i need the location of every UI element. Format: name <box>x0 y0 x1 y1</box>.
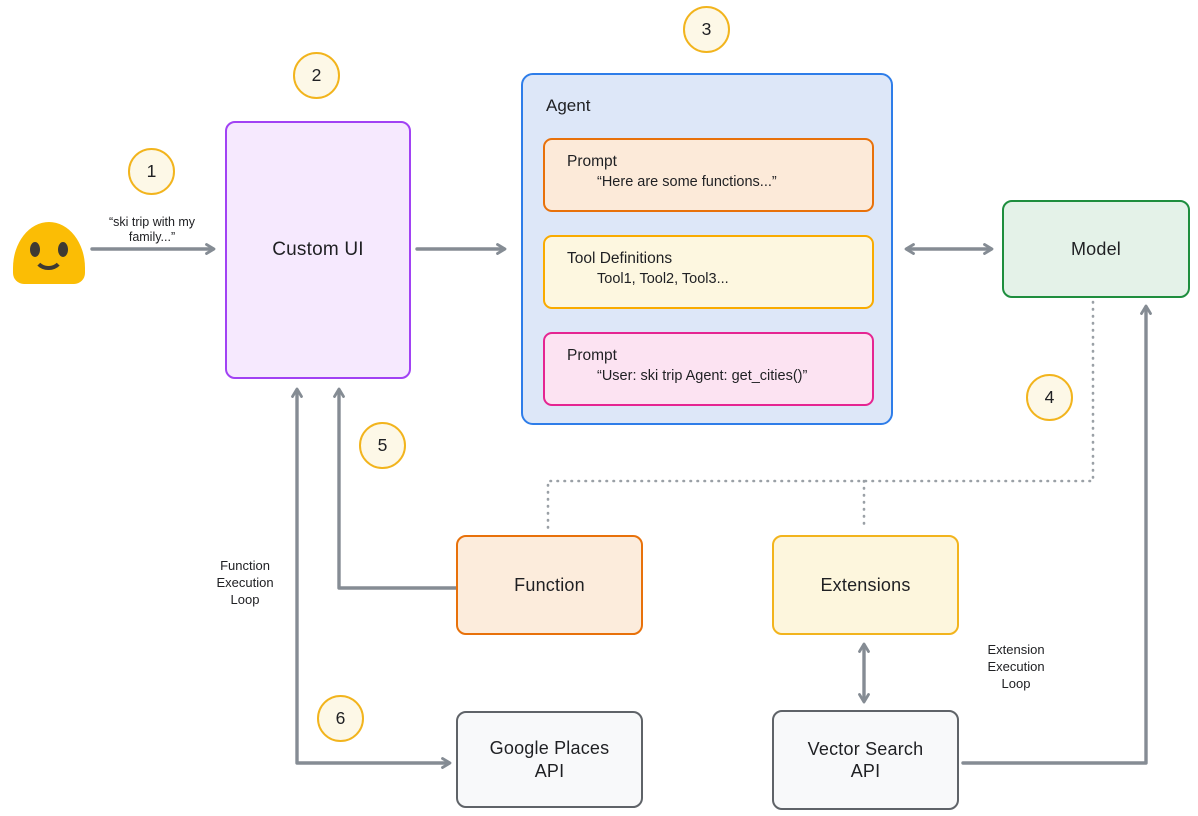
custom-ui-label: Custom UI <box>272 239 364 261</box>
model-node: Model <box>1002 200 1190 298</box>
step-badge-3: 3 <box>683 6 730 53</box>
agent-node: Agent Prompt “Here are some functions...… <box>521 73 893 425</box>
extensions-node: Extensions <box>772 535 959 635</box>
function-label: Function <box>514 574 585 595</box>
card-detail: “Here are some functions...” <box>597 174 777 190</box>
emoji-smile <box>33 255 64 270</box>
step-badge-1: 1 <box>128 148 175 195</box>
step-badge-6: 6 <box>317 695 364 742</box>
function-node: Function <box>456 535 643 635</box>
emoji-left-eye <box>30 242 40 257</box>
agent-title: Agent <box>546 96 591 115</box>
emoji-right-eye <box>58 242 68 257</box>
card-detail: Tool1, Tool2, Tool3... <box>597 271 729 287</box>
extension-execution-loop-label: Extension Execution Loop <box>987 642 1045 691</box>
function-execution-loop-label: Function Execution Loop <box>216 558 274 607</box>
step-badge-2: 2 <box>293 52 340 99</box>
step-badge-4: 4 <box>1026 374 1073 421</box>
google-places-api-node: Google Places API <box>456 711 643 808</box>
agent-card-prompt-conversation: Prompt “User: ski trip Agent: get_cities… <box>543 332 874 406</box>
agent-card-tool-definitions: Tool Definitions Tool1, Tool2, Tool3... <box>543 235 874 309</box>
custom-ui-node: Custom UI <box>225 121 411 379</box>
card-title: Prompt <box>567 347 617 364</box>
step-badge-5: 5 <box>359 422 406 469</box>
vector-search-api-node: Vector Search API <box>772 710 959 810</box>
vector-search-api-label: Vector Search API <box>807 738 924 782</box>
card-title: Tool Definitions <box>567 250 673 267</box>
user-emoji-icon <box>13 222 85 284</box>
card-title: Prompt <box>567 153 617 170</box>
user-utterance-label: “ski trip with my family...” <box>108 215 196 244</box>
agent-card-prompt-functions: Prompt “Here are some functions...” <box>543 138 874 212</box>
card-detail: “User: ski trip Agent: get_cities()” <box>597 368 808 384</box>
model-label: Model <box>1070 238 1122 259</box>
connector-function-to-customui <box>333 387 458 590</box>
google-places-api-label: Google Places API <box>489 738 610 781</box>
extensions-label: Extensions <box>820 574 911 595</box>
